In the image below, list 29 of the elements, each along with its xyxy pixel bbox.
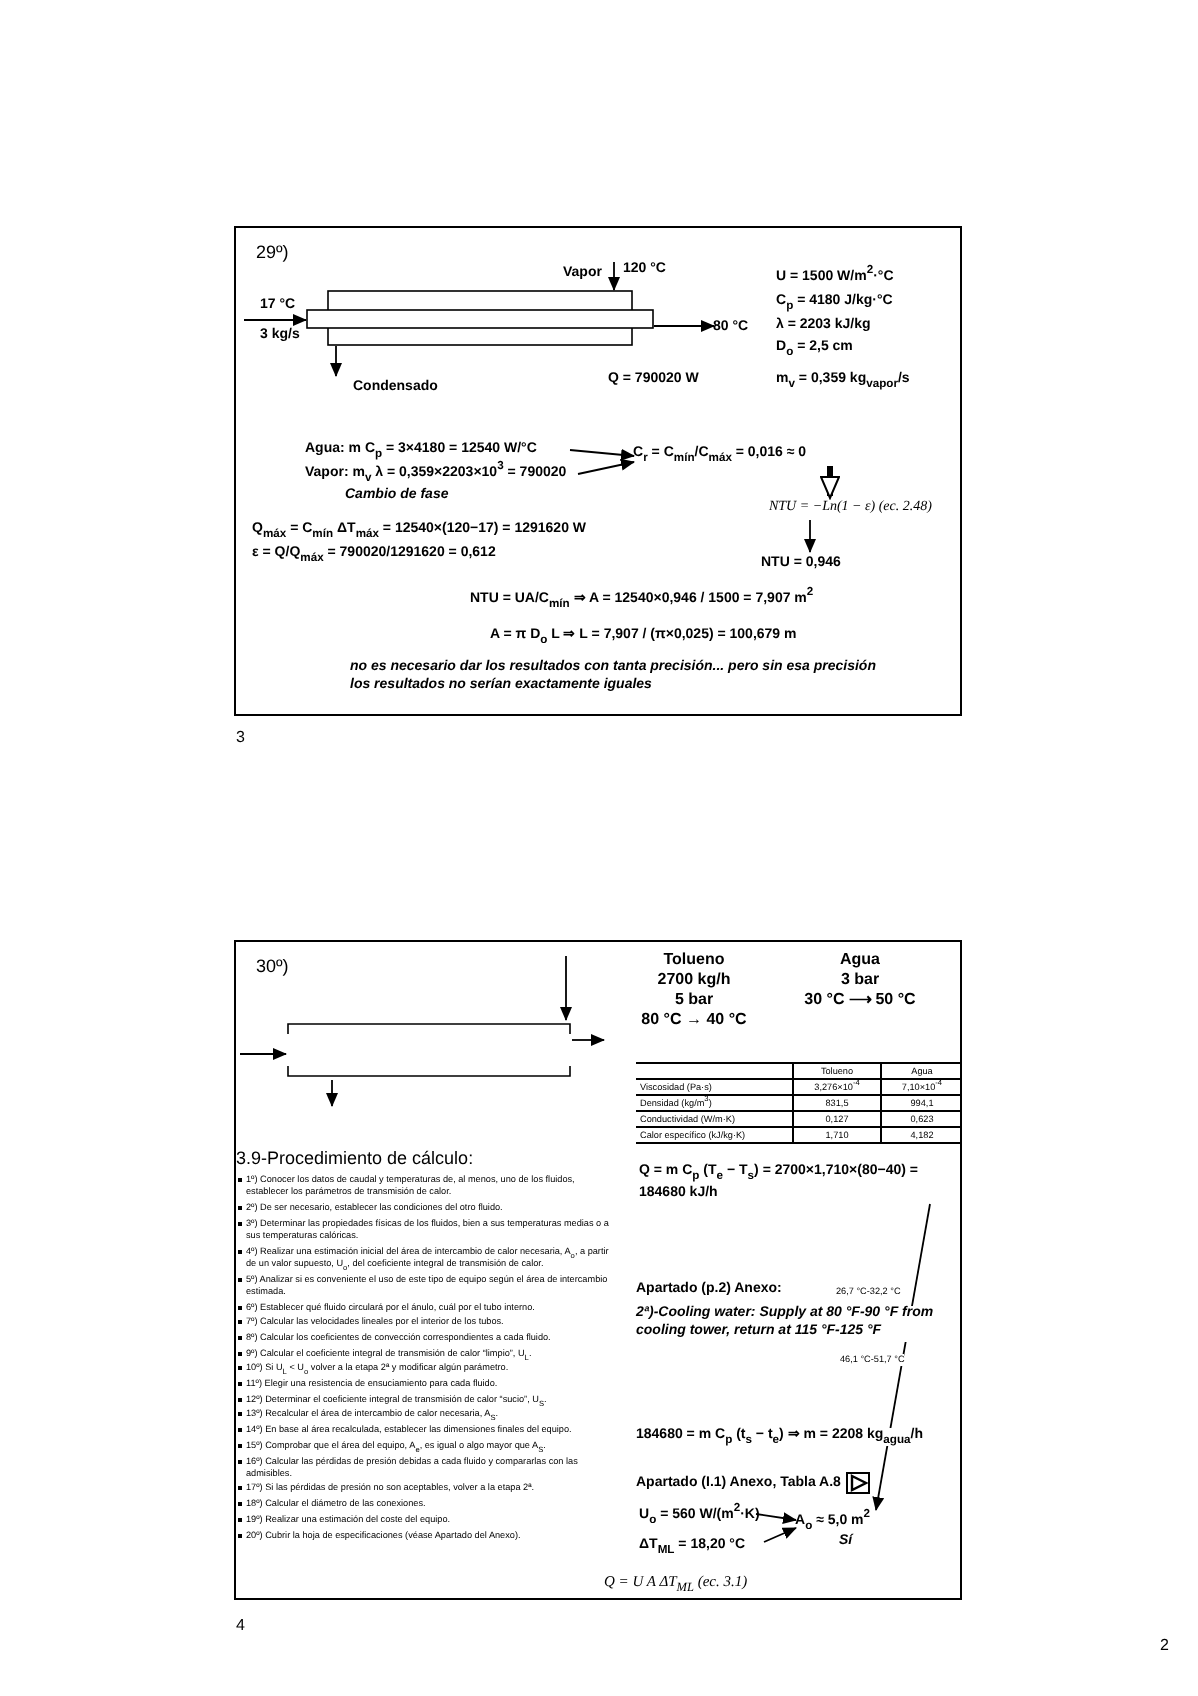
hollow-arrow [820,466,840,499]
arrow [243,314,307,326]
slide-frame [234,940,962,1600]
arrow [653,320,715,332]
arrow [330,345,342,377]
arrow [560,955,572,1021]
arrow [763,1527,797,1543]
data-text: 5 bar [672,990,716,1010]
arrow [239,1048,287,1060]
slide-frame [234,226,962,716]
fluid-label: Agua [838,950,882,970]
section-heading: 3.9-Procedimiento de cálculo: [236,1148,474,1171]
arrow [608,261,620,291]
data-text: 2700 kg/h [655,970,733,990]
arrow [804,519,816,553]
arrow [755,1512,797,1524]
problem-number: 30º) [256,956,289,976]
fluid-label: Tolueno [661,950,727,970]
slide-number: 4 [236,1616,245,1636]
page-number: 2 [1160,1636,1169,1656]
temperature-label: 30 °C ⟶ 50 °C [802,990,918,1010]
arrow [569,448,635,461]
problem-number: 29º) [256,242,289,262]
arrow [571,1034,605,1046]
slide-number: 3 [236,728,245,748]
data-text: 3 bar [838,970,882,990]
temperature-label: 80 °C → 40 °C [639,1010,749,1030]
arrow [326,1079,338,1107]
arrow [577,458,635,475]
